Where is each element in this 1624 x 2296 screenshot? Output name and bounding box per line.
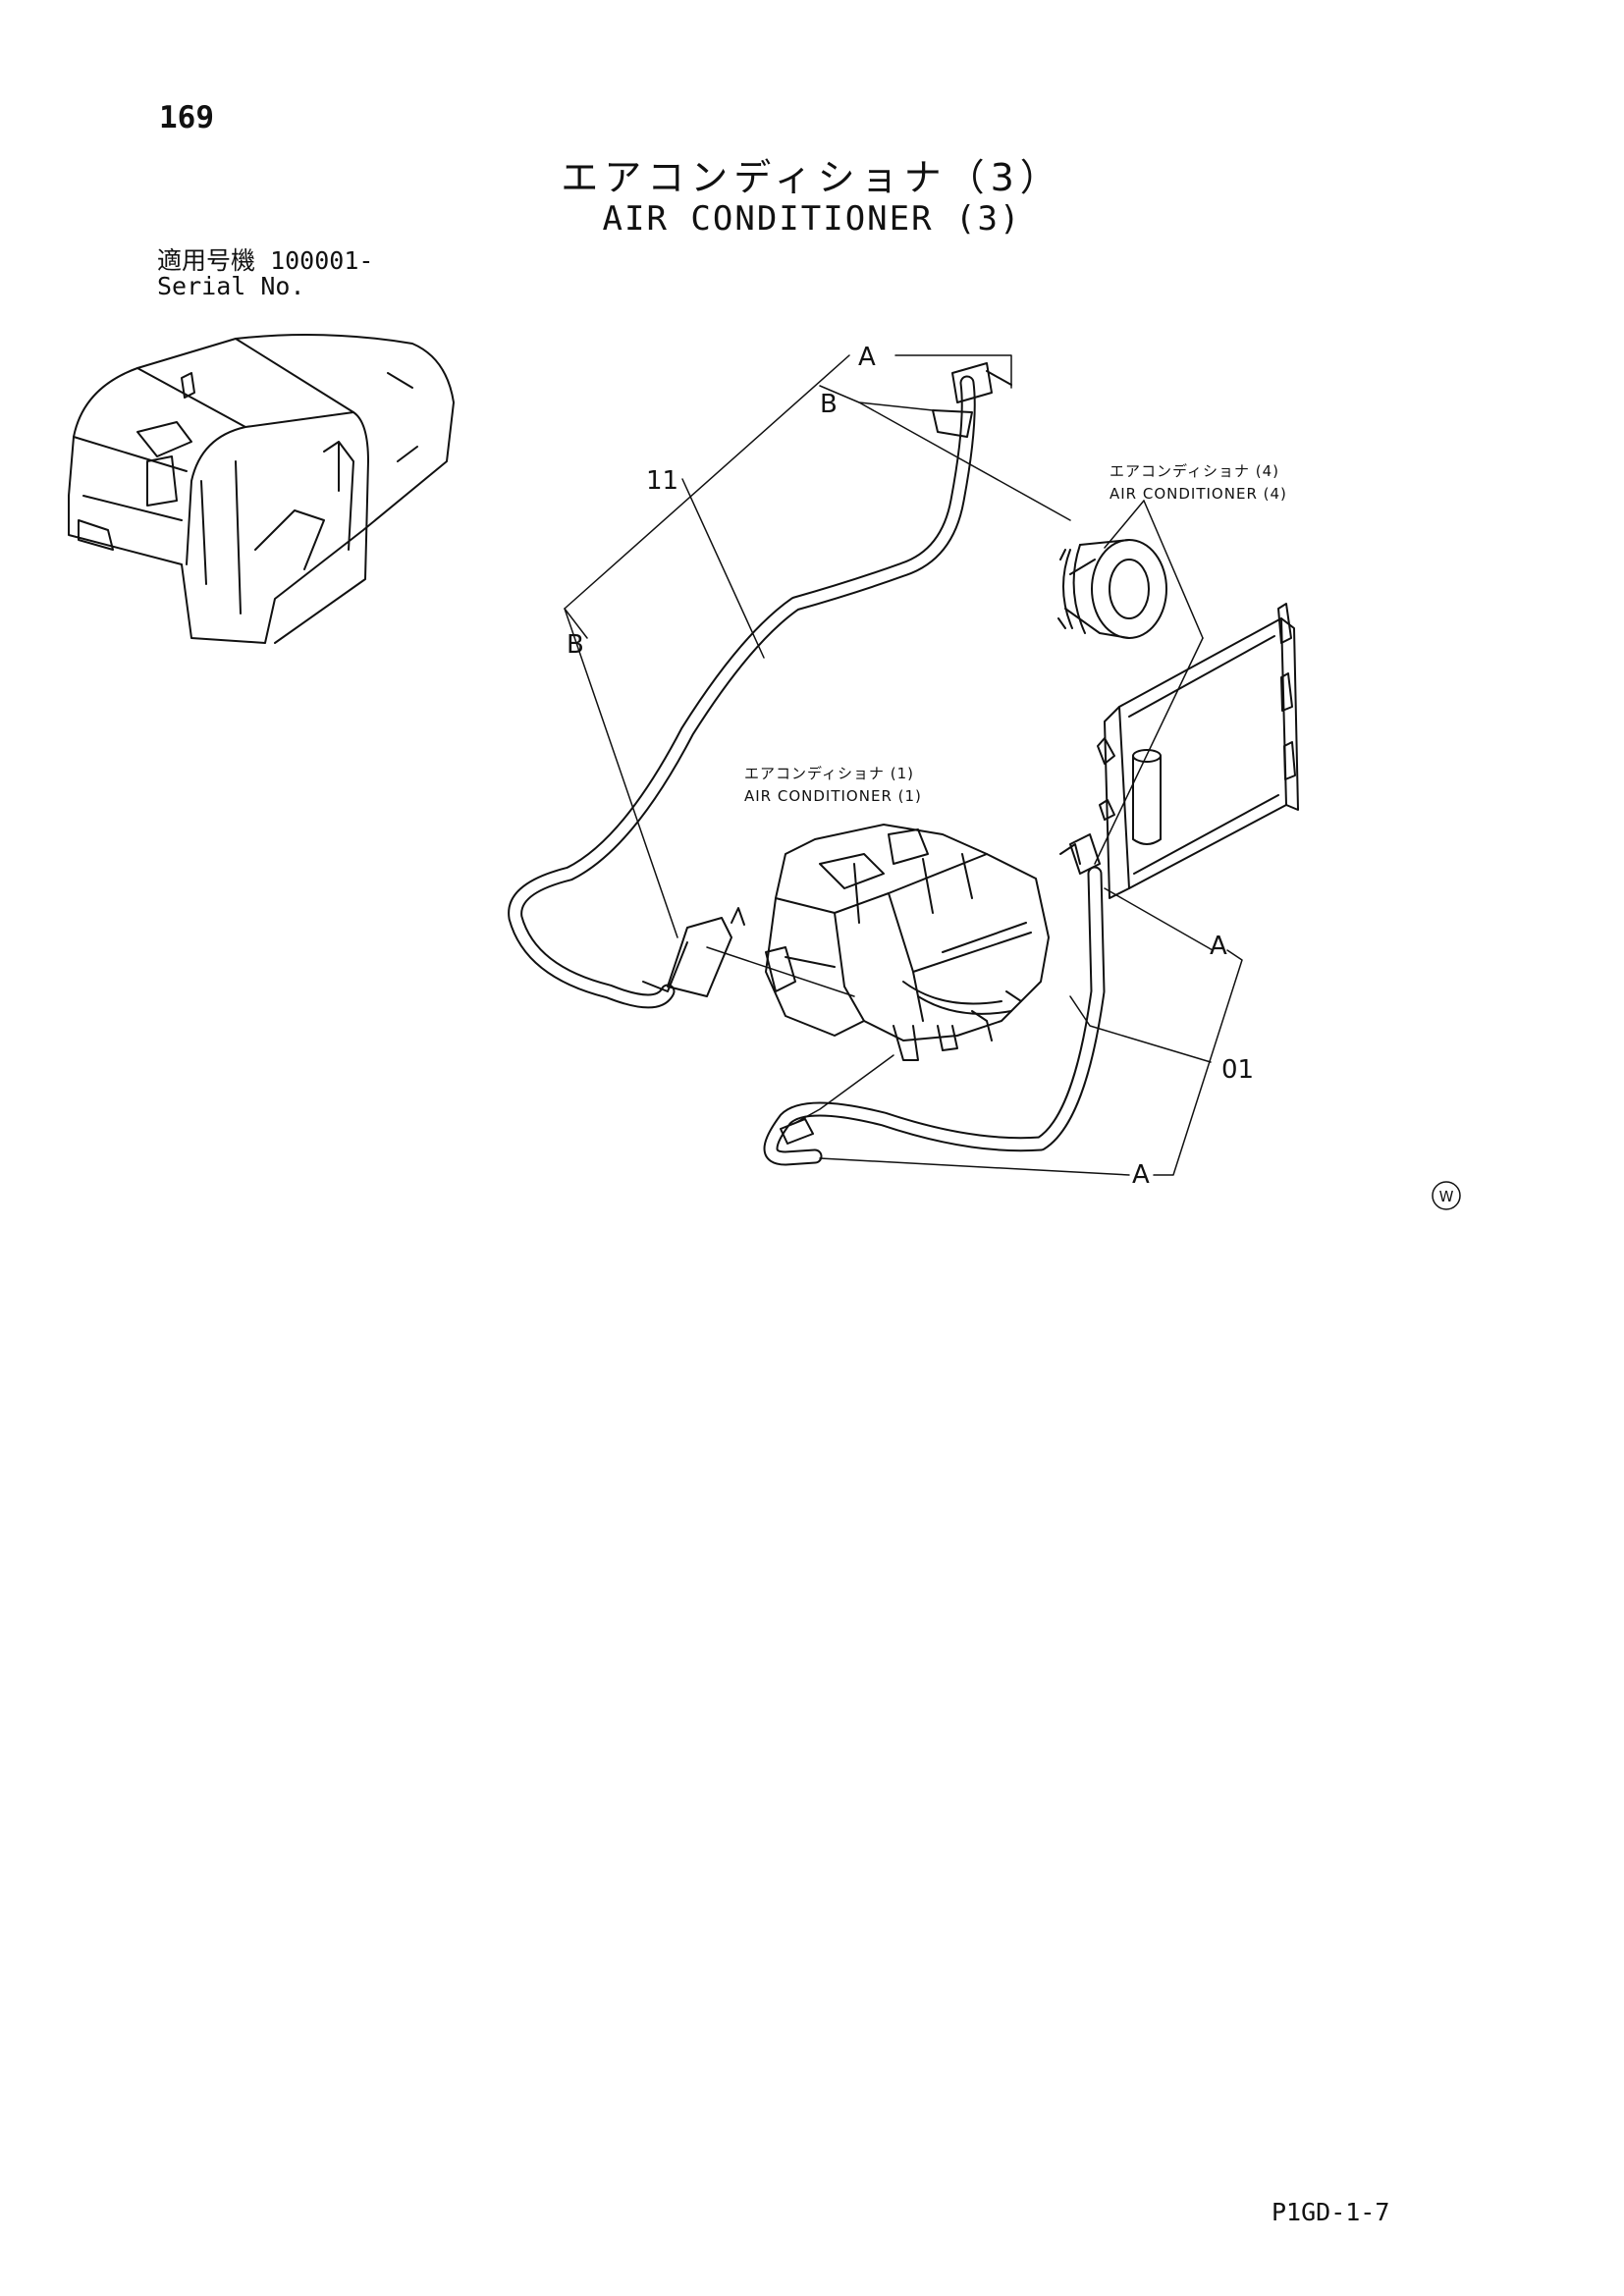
leader-lines [564,354,1243,1176]
title-japanese: エアコンディショナ（3） [561,156,1063,199]
serial-block: 適用号機 100001- Serial No. [157,248,373,299]
hose-11 [508,362,1012,1009]
compressor [1057,539,1167,639]
footer-code: P1GD-1-7 [1272,2198,1390,2226]
ref-ac4-jp: エアコンディショナ (4) [1110,462,1279,480]
callout-a-top: A [858,343,876,372]
excavator-cab-illustration [68,334,455,644]
callout-b-top: B [820,390,838,419]
w-mark-circle [1432,1181,1461,1210]
callout-a-right: A [1210,932,1227,961]
ref-ac4-en: AIR CONDITIONER (4) [1110,485,1287,503]
serial-value: 100001- [270,246,374,275]
callout-a-bottom: A [1132,1160,1150,1190]
evaporator-unit [765,824,1050,1061]
title-english: AIR CONDITIONER (3) [602,199,1022,239]
condenser [1097,603,1299,899]
serial-label-en: Serial No. [157,272,305,300]
serial-label-jp: 適用号機 [157,246,256,275]
ref-ac1-en: AIR CONDITIONER (1) [744,787,922,805]
page-number: 169 [159,100,214,135]
callout-11: 11 [646,466,678,496]
w-mark: W [1439,1188,1454,1205]
ref-ac1-jp: エアコンディショナ (1) [744,765,914,782]
callout-b-left: B [567,630,584,660]
callout-01: 01 [1221,1055,1254,1085]
